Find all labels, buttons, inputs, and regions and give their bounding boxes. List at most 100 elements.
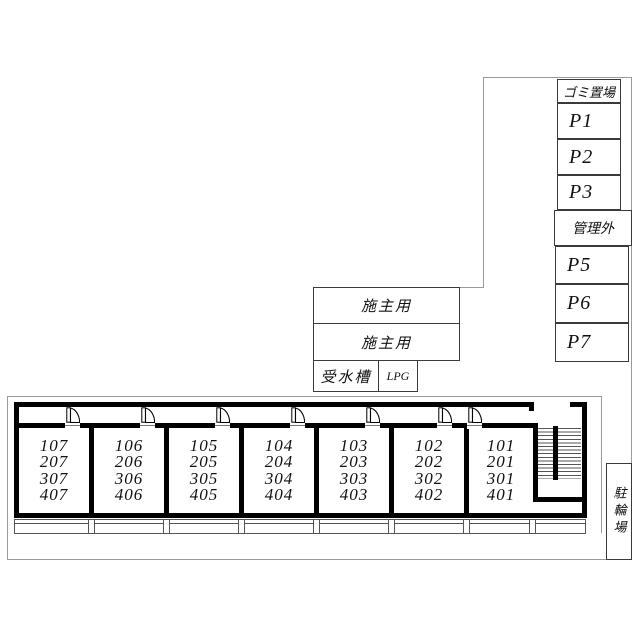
room-number: 401 bbox=[486, 485, 516, 504]
room-number: 305 bbox=[189, 468, 219, 488]
balcony-divider bbox=[388, 520, 395, 533]
building-wall-top-stub bbox=[529, 402, 534, 411]
room-number: 205 bbox=[189, 452, 219, 471]
balcony-divider bbox=[463, 520, 470, 533]
building-wall-right bbox=[582, 402, 587, 518]
unit-divider-wall bbox=[89, 423, 94, 518]
stair-treads bbox=[538, 428, 581, 479]
boundary-line bbox=[7, 396, 602, 397]
owner-stall-label: 施主用 bbox=[360, 335, 412, 352]
door-icon bbox=[141, 407, 155, 423]
room-number: 105 bbox=[189, 435, 219, 455]
room-number: 405 bbox=[189, 485, 219, 504]
room-number: 302 bbox=[414, 468, 444, 488]
room-number: 307 bbox=[39, 468, 69, 488]
unit-divider-wall bbox=[464, 423, 469, 518]
parking-cell-label: P1 bbox=[569, 109, 594, 132]
water-tank-label: 受水槽 bbox=[320, 369, 372, 386]
unit-cell-101: 101 201 301 401 bbox=[469, 429, 533, 512]
building-wall-left bbox=[14, 402, 19, 518]
room-number: 306 bbox=[114, 468, 144, 488]
room-number: 304 bbox=[264, 468, 294, 488]
unit-cell-106: 106 206 306 406 bbox=[94, 429, 164, 512]
door-icon bbox=[366, 407, 380, 423]
parking-cell-kanrigai: 管理外 bbox=[554, 210, 632, 246]
room-number: 407 bbox=[39, 485, 69, 504]
unit-cell-102: 102 202 302 402 bbox=[394, 429, 464, 512]
room-number: 406 bbox=[114, 485, 144, 504]
door-sill-line bbox=[290, 425, 305, 426]
bicycle-parking-cell: 駐輪場 bbox=[606, 463, 632, 560]
stair-wall-left bbox=[533, 423, 538, 502]
unit-divider-wall bbox=[239, 423, 244, 518]
door-sill-line bbox=[437, 425, 452, 426]
stair-divider bbox=[553, 426, 558, 480]
door-icon bbox=[438, 407, 452, 423]
balcony-strip bbox=[14, 519, 586, 534]
building-wall-bottom bbox=[14, 513, 587, 518]
owner-stall-2: 施主用 bbox=[313, 323, 460, 361]
unit-cell-107: 107 207 307 407 bbox=[19, 429, 89, 512]
parking-cell-label: P3 bbox=[569, 181, 594, 203]
door-sill-line bbox=[215, 425, 230, 426]
room-number: 204 bbox=[264, 452, 294, 471]
room-number: 206 bbox=[114, 452, 144, 471]
parking-cell-label: P7 bbox=[567, 331, 592, 353]
room-number: 202 bbox=[414, 452, 444, 471]
boundary-line bbox=[7, 396, 8, 560]
room-number: 403 bbox=[339, 485, 369, 504]
room-number: 201 bbox=[486, 452, 516, 471]
room-number: 107 bbox=[39, 435, 69, 455]
lpg-label: LPG bbox=[386, 368, 410, 383]
owner-stall-label: 施主用 bbox=[360, 299, 412, 315]
room-number: 404 bbox=[264, 485, 294, 504]
parking-cell-p6: P6 bbox=[555, 284, 629, 323]
owner-stall-1: 施主用 bbox=[313, 287, 460, 324]
room-number: 104 bbox=[264, 435, 294, 455]
boundary-line bbox=[483, 77, 484, 288]
parking-cell-p5: P5 bbox=[555, 246, 629, 284]
balcony-divider bbox=[313, 520, 320, 533]
room-number: 402 bbox=[414, 485, 444, 504]
room-number: 203 bbox=[339, 452, 369, 471]
room-number: 303 bbox=[339, 468, 369, 488]
parking-cell-trash: ゴミ置場 bbox=[557, 79, 621, 103]
parking-cell-label: 管理外 bbox=[572, 222, 614, 237]
door-icon bbox=[216, 407, 230, 423]
lpg-cell: LPG bbox=[378, 360, 418, 392]
balcony-divider bbox=[529, 520, 536, 533]
parking-cell-label: P6 bbox=[567, 292, 592, 314]
door-sill-line bbox=[467, 425, 482, 426]
parking-cell-p3: P3 bbox=[557, 175, 621, 210]
balcony-divider bbox=[238, 520, 245, 533]
unit-divider-wall bbox=[314, 423, 319, 518]
door-icon bbox=[291, 407, 305, 423]
unit-divider-wall bbox=[389, 423, 394, 518]
balcony-divider bbox=[88, 520, 95, 533]
boundary-line bbox=[601, 396, 602, 533]
door-sill-line bbox=[365, 425, 380, 426]
stair-wall-bottom bbox=[533, 497, 583, 502]
boundary-line bbox=[483, 77, 631, 78]
parking-cell-p1: P1 bbox=[557, 103, 621, 139]
boundary-line bbox=[7, 559, 632, 560]
unit-cell-104: 104 204 304 404 bbox=[244, 429, 314, 512]
unit-divider-wall bbox=[164, 423, 169, 518]
parking-cell-label: ゴミ置場 bbox=[562, 84, 615, 100]
door-sill-line bbox=[140, 425, 155, 426]
room-number: 301 bbox=[486, 468, 516, 488]
boundary-line bbox=[460, 287, 484, 288]
building-wall-top bbox=[14, 402, 533, 407]
room-number: 102 bbox=[414, 435, 444, 455]
room-number: 207 bbox=[39, 452, 69, 471]
door-sill-line bbox=[65, 425, 80, 426]
balcony-divider bbox=[163, 520, 170, 533]
bicycle-parking-label: 駐輪場 bbox=[611, 486, 627, 537]
door-icon bbox=[468, 407, 482, 423]
parking-cell-label: P5 bbox=[567, 253, 592, 276]
door-icon bbox=[66, 407, 80, 423]
boundary-line bbox=[631, 77, 632, 560]
room-number: 106 bbox=[114, 435, 144, 455]
water-tank-cell: 受水槽 bbox=[313, 360, 379, 392]
